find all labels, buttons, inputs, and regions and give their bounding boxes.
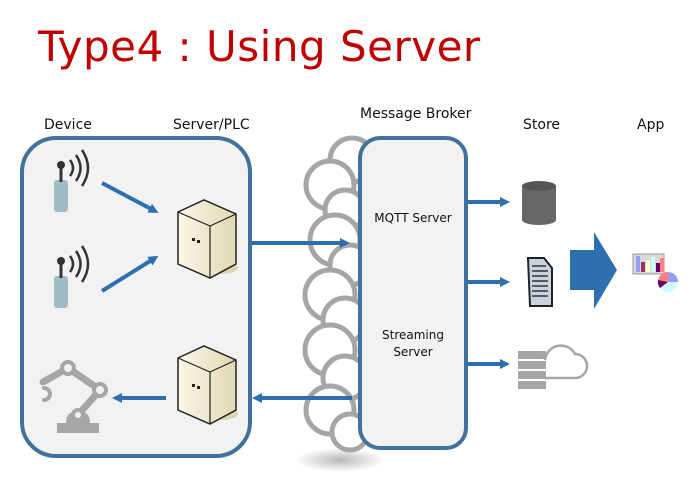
column-label-server-plc: Server/PLC [173,117,250,133]
column-label-device: Device [44,117,92,133]
document-icon [526,257,553,307]
mqtt-server-label: MQTT Server [374,211,452,225]
streaming-server-label-2: Server [393,345,433,359]
streaming-server-label-1: Streaming [382,328,444,342]
column-label-app: App [637,117,665,133]
wireless-sensor-icon [54,149,90,212]
server-tower-icon [177,345,238,425]
server-tower-icon [177,199,238,279]
database-icon [522,181,556,225]
cloud-storage-icon [518,344,589,389]
charts-icon [632,253,678,292]
wireless-sensor-icon [54,245,90,308]
robot-arm-icon [39,360,108,433]
page-title: Type4 : Using Server [38,22,481,71]
arrow-device1-server [101,181,159,213]
column-label-broker: Message Broker [360,106,472,122]
broker-box [358,136,468,450]
big-arrow-store-app [570,232,617,309]
arrow-device2-server [100,255,159,293]
column-label-store: Store [523,117,561,133]
